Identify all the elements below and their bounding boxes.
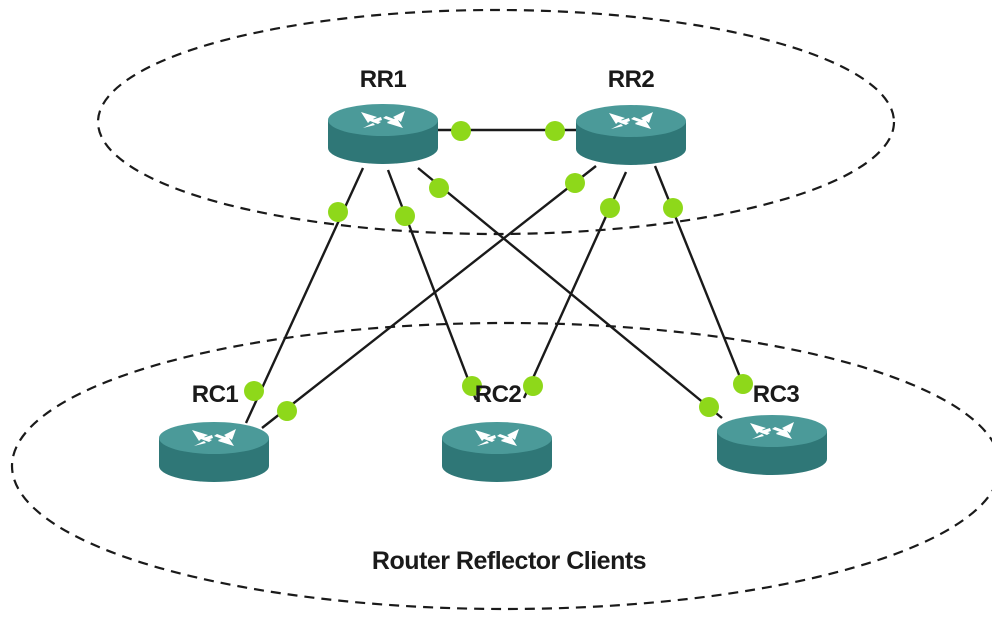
port-dot (462, 376, 482, 396)
port-dot (733, 374, 753, 394)
port-dot (523, 376, 543, 396)
router-rr2[interactable] (576, 105, 686, 165)
router-label-rr2: RR2 (608, 66, 655, 93)
port-dot (277, 401, 297, 421)
router-rc2[interactable] (442, 422, 552, 482)
router-icon (717, 415, 827, 475)
port-dot (244, 381, 264, 401)
port-dot (545, 121, 565, 141)
router-label-rr1: RR1 (360, 66, 407, 93)
port-dot (328, 202, 348, 222)
port-dot (395, 206, 415, 226)
port-dot (451, 121, 471, 141)
port-dot (600, 198, 620, 218)
router-rc3[interactable] (717, 415, 827, 475)
port-dot (699, 397, 719, 417)
router-icon (159, 422, 269, 482)
clients-group-label: Router Reflector Clients (372, 547, 646, 575)
router-icon (442, 422, 552, 482)
link-rr2-rc1 (261, 165, 597, 429)
router-label-rc1: RC1 (192, 381, 239, 408)
ports (244, 121, 753, 421)
port-dot (429, 178, 449, 198)
router-rc1[interactable] (159, 422, 269, 482)
router-rr1[interactable] (328, 104, 438, 164)
router-icon (576, 105, 686, 165)
link-rr1-rc3 (417, 167, 723, 419)
port-dot (663, 198, 683, 218)
route-reflector-group-ring (96, 8, 896, 236)
links (244, 128, 748, 429)
router-icon (328, 104, 438, 164)
router-label-rc3: RC3 (753, 381, 800, 408)
router-label-rc2: RC2 (475, 381, 522, 408)
port-dot (565, 173, 585, 193)
route-reflector-clients-ring (11, 321, 992, 611)
